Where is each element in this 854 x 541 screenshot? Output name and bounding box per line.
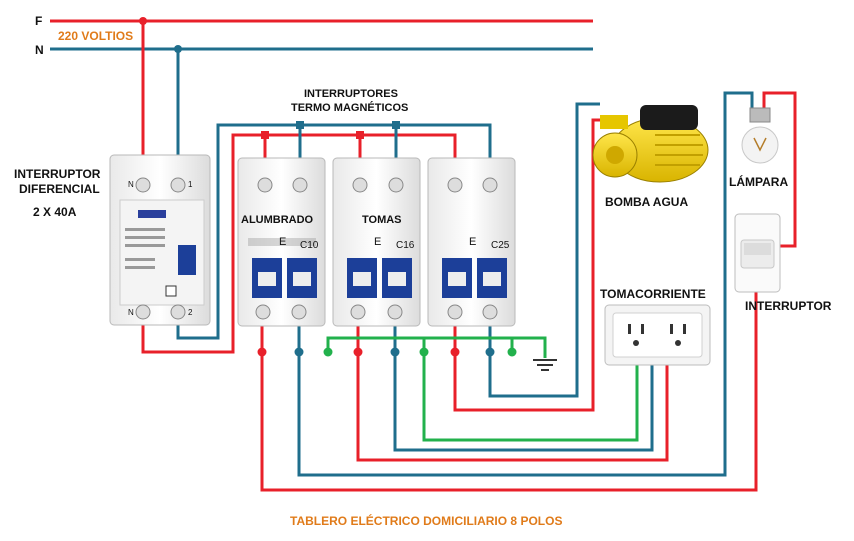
outlet-label: TOMACORRIENTE [600,287,706,301]
diff-terminal-2: 2 [188,308,193,317]
breaker-3 [427,157,516,327]
voltage-label: 220 VOLTIOS [58,29,134,43]
pump-label: BOMBA AGUA [605,195,689,209]
differential-breaker [109,154,211,326]
ground-wires [326,336,639,442]
diff-terminal-1: 1 [188,180,193,189]
water-pump-icon [592,105,709,183]
breaker-2-rating: C16 [396,240,415,251]
diff-terminal-n-top: N [128,180,134,189]
breaker-1 [237,157,326,327]
diff-terminal-n-bottom: N [128,308,134,317]
junction-dots [139,17,517,357]
neutral-label: N [35,43,44,57]
differential-title-2: DIFERENCIAL [19,182,100,196]
neutral-wires [176,49,754,477]
breaker-1-letter: E [279,236,287,248]
breaker-1-label: ALUMBRADO [241,214,314,226]
breakers-title-2: TERMO MAGNÉTICOS [291,102,409,114]
lamp-label: LÁMPARA [729,175,789,189]
phase-label: F [35,14,43,28]
breaker-1-rating: C10 [300,240,319,251]
footer-title: TABLERO ELÉCTRICO DOMICILIARIO 8 POLOS [290,514,563,528]
breaker-2-letter: E [374,236,382,248]
differential-title-1: INTERRUPTOR [14,167,101,181]
breaker-2-label: TOMAS [362,214,402,226]
outlet-icon [604,304,711,366]
breakers-title-1: INTERRUPTORES [304,88,398,100]
lamp-icon [741,107,779,164]
wall-switch-icon [734,213,781,293]
breaker-2 [332,157,421,327]
breaker-3-letter: E [469,236,477,248]
differential-rating: 2 X 40A [33,205,77,219]
breaker-3-rating: C25 [491,240,510,251]
switch-label: INTERRUPTOR [745,299,832,313]
ground-icon [533,359,557,371]
